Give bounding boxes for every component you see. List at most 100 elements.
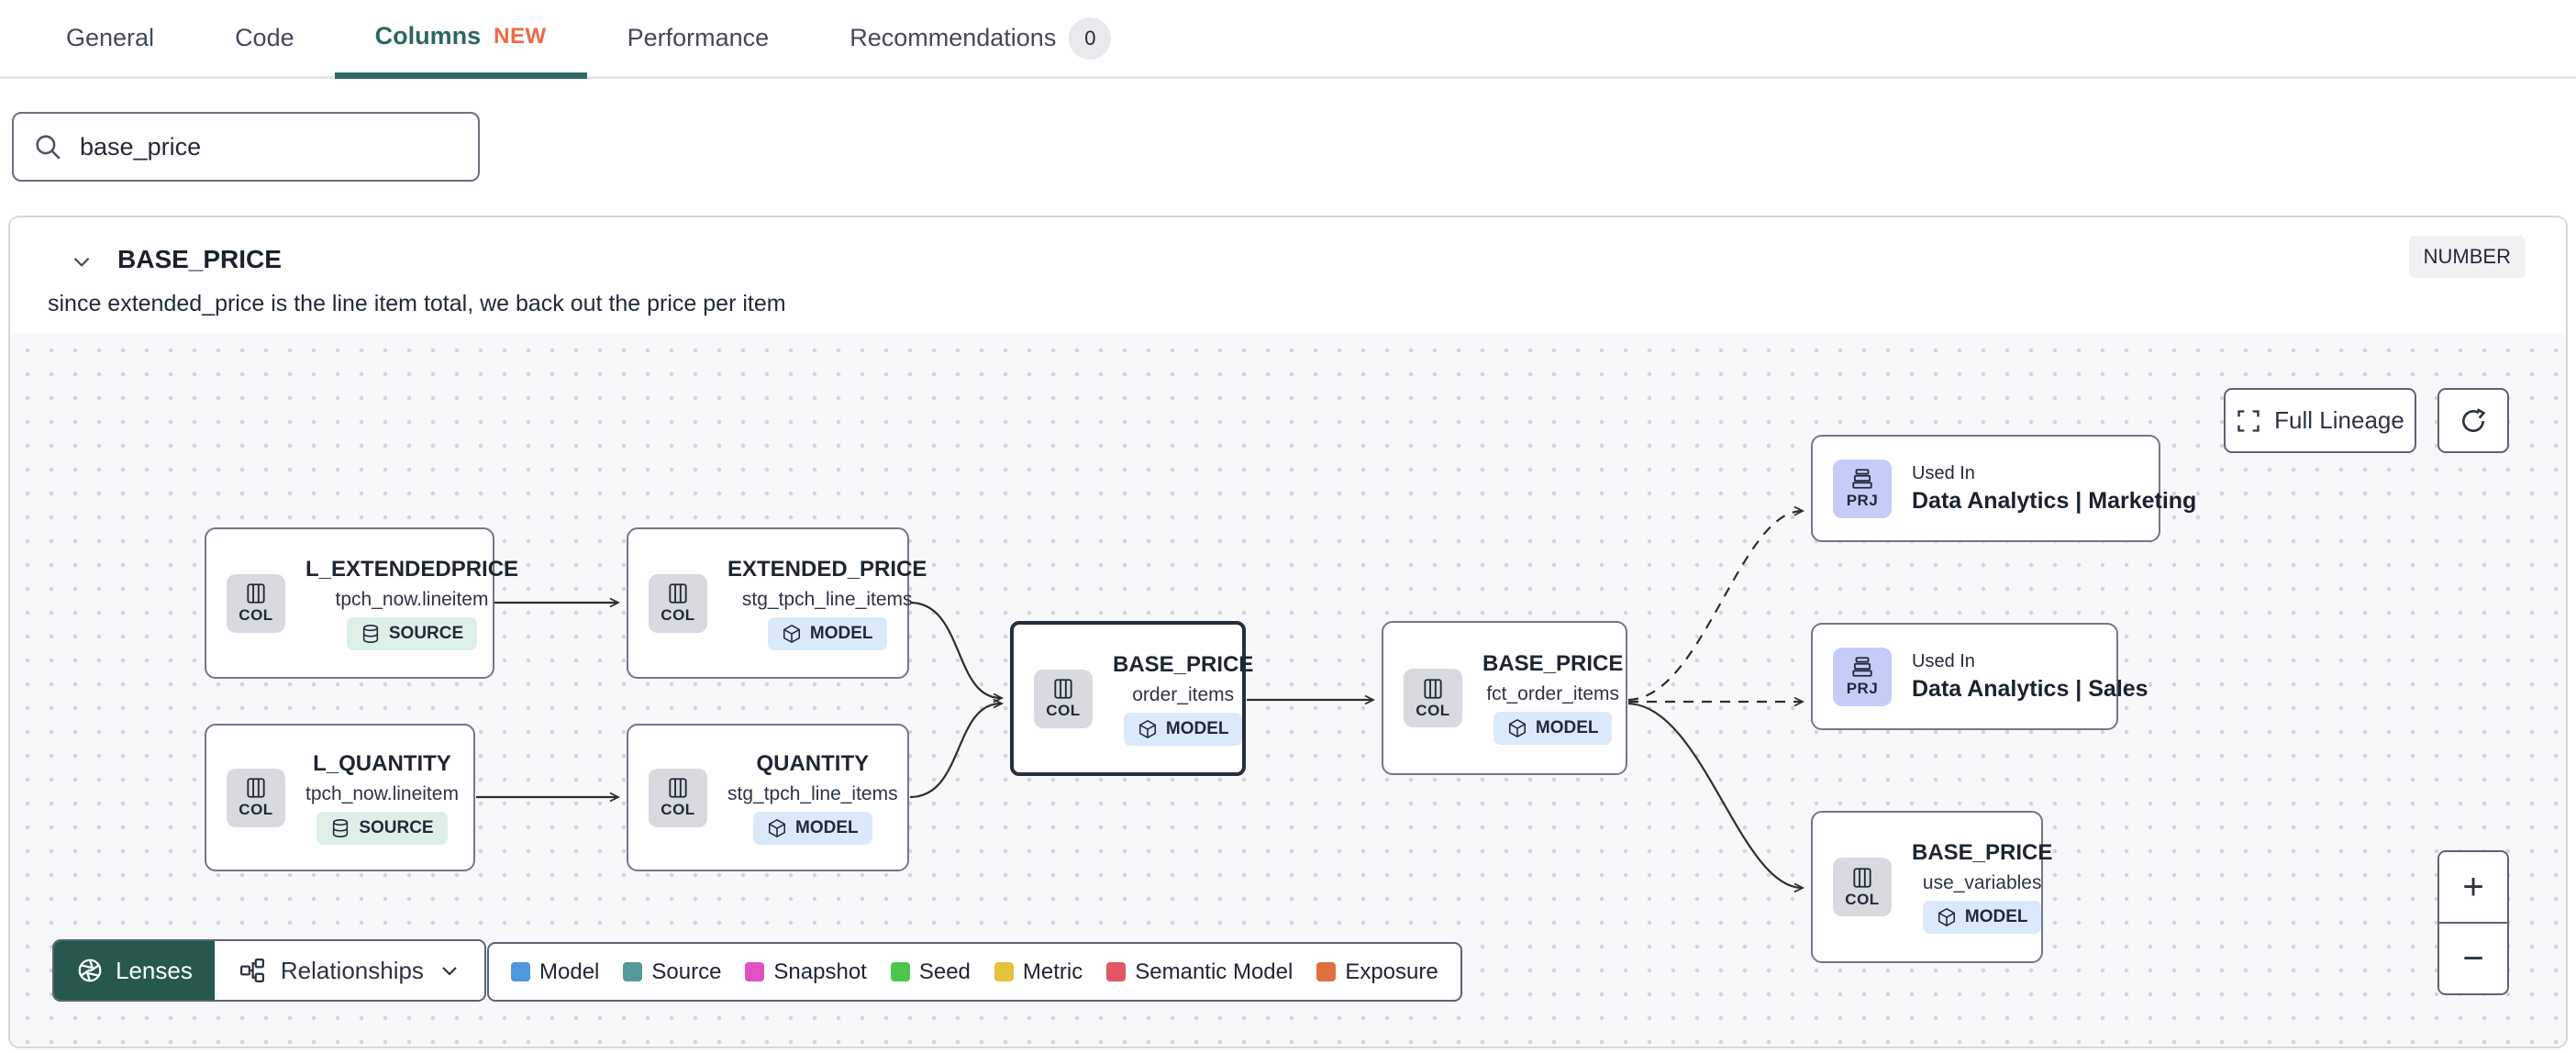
node-text: L_QUANTITY tpch_now.lineitem SOURCE	[305, 751, 459, 845]
badge-label: MODEL	[1165, 718, 1229, 738]
legend-swatch	[890, 962, 910, 981]
edge	[1627, 505, 1805, 702]
node-text: QUANTITY stg_tpch_line_items MODEL	[727, 751, 898, 845]
column-type-badge: COL	[1404, 669, 1462, 727]
data-type-badge: NUMBER	[2408, 236, 2526, 278]
column-panel: BASE_PRICE NUMBER since extended_price i…	[8, 216, 2568, 1048]
tab-code[interactable]: Code	[194, 0, 335, 76]
relationships-label: Relationships	[280, 956, 424, 984]
column-type-badge: COL	[1833, 858, 1892, 916]
columns-icon	[1054, 679, 1072, 699]
resource-type-badge: MODEL	[753, 811, 872, 845]
node-text: L_EXTENDEDPRICE tpch_now.lineitem SOURCE	[305, 557, 518, 650]
badge-label: MODEL	[809, 623, 873, 643]
tab-columns[interactable]: Columns NEW	[334, 0, 587, 79]
column-type-badge: COL	[649, 768, 707, 827]
badge-label: MODEL	[795, 817, 859, 837]
search-input[interactable]	[80, 132, 460, 161]
tab-label: Columns	[374, 22, 482, 50]
lineage-node-extended-price[interactable]: COL EXTENDED_PRICE stg_tpch_line_items M…	[627, 527, 927, 679]
columns-icon	[669, 583, 687, 604]
node-text: BASE_PRICE use_variables MODEL	[1912, 840, 2052, 934]
badge-label: COL	[661, 606, 695, 624]
legend-label: Source	[651, 959, 722, 984]
tab-bar: General Code Columns NEW Performance Rec…	[0, 0, 2576, 79]
lineage-node-l-extendedprice[interactable]: COL L_EXTENDEDPRICE tpch_now.lineitem SO…	[205, 527, 518, 679]
node-subtitle: use_variables	[1922, 872, 2042, 893]
lineage-edges	[476, 505, 1805, 893]
resource-type-badge: MODEL	[1493, 712, 1613, 745]
archive-icon	[1852, 657, 1872, 677]
lineage-node-used-in-marketing[interactable]: PRJ Used In Data Analytics | Marketing	[1811, 435, 2196, 542]
tab-performance[interactable]: Performance	[587, 0, 810, 76]
zoom-in-button[interactable]: +	[2439, 852, 2507, 922]
node-text: EXTENDED_PRICE stg_tpch_line_items MODEL	[727, 557, 927, 650]
refresh-button[interactable]	[2437, 388, 2509, 453]
cube-icon	[1138, 719, 1156, 738]
search-box[interactable]	[12, 112, 480, 182]
edge	[909, 698, 1005, 799]
node-title: Data Analytics | Sales	[1912, 675, 2149, 702]
chevron-down-icon	[73, 257, 90, 267]
archive-icon	[1852, 469, 1872, 489]
lineage-node-base-price-order-items[interactable]: COL BASE_PRICE order_items MODEL	[1010, 621, 1253, 776]
column-panel-header: BASE_PRICE NUMBER since extended_price i…	[10, 217, 2566, 333]
recommendations-count-badge: 0	[1069, 17, 1112, 60]
lineage-node-base-price-use-variables[interactable]: COL BASE_PRICE use_variables MODEL	[1811, 811, 2052, 963]
column-type-badge: COL	[227, 768, 285, 827]
lenses-toolbar: Lenses Relationships	[52, 939, 486, 1002]
legend-item-seed: Seed	[890, 959, 971, 985]
cube-icon	[783, 624, 800, 643]
lineage-node-l-quantity[interactable]: COL L_QUANTITY tpch_now.lineitem SOURCE	[205, 724, 475, 871]
node-title: BASE_PRICE	[1912, 840, 2053, 865]
legend-label: Exposure	[1345, 959, 1438, 984]
resource-type-badge: SOURCE	[316, 811, 448, 845]
aperture-icon	[78, 959, 102, 982]
column-type-badge: COL	[227, 573, 285, 633]
column-description: since extended_price is the line item to…	[48, 291, 786, 316]
node-subtitle: fct_order_items	[1486, 683, 1620, 704]
lineage-node-quantity[interactable]: COL QUANTITY stg_tpch_line_items MODEL	[627, 724, 909, 871]
badge-label: COL	[239, 801, 273, 818]
badge-label: PRJ	[1846, 492, 1879, 509]
cube-icon	[768, 818, 786, 837]
resource-type-badge: MODEL	[1123, 712, 1243, 746]
full-lineage-button[interactable]: Full Lineage	[2224, 388, 2416, 453]
badge-label: COL	[239, 606, 273, 624]
tab-recommendations[interactable]: Recommendations 0	[809, 0, 1151, 76]
database-icon	[362, 624, 378, 643]
lineage-node-used-in-sales[interactable]: PRJ Used In Data Analytics | Sales	[1811, 623, 2149, 730]
badge-label: SOURCE	[388, 623, 464, 643]
node-eyebrow: Used In	[1912, 462, 1975, 483]
node-title: Data Analytics | Marketing	[1912, 487, 2197, 514]
lineage-canvas[interactable]: COL L_EXTENDEDPRICE tpch_now.lineitem SO…	[10, 333, 2566, 1047]
zoom-out-button[interactable]: −	[2439, 924, 2507, 993]
node-text: BASE_PRICE fct_order_items MODEL	[1482, 651, 1623, 745]
node-subtitle: tpch_now.lineitem	[305, 782, 459, 804]
legend-item-snapshot: Snapshot	[745, 959, 867, 985]
badge-label: PRJ	[1846, 680, 1879, 697]
node-eyebrow: Used In	[1912, 650, 1975, 671]
node-text: BASE_PRICE order_items MODEL	[1113, 652, 1253, 746]
collapse-button[interactable]	[61, 241, 102, 282]
lineage-node-base-price-fct-order-items[interactable]: COL BASE_PRICE fct_order_items MODEL	[1382, 621, 1627, 775]
legend-item-exposure: Exposure	[1316, 959, 1438, 985]
node-text: Used In Data Analytics | Marketing	[1912, 463, 2196, 515]
node-title: BASE_PRICE	[1482, 651, 1624, 676]
columns-icon	[247, 778, 265, 798]
legend-swatch	[1106, 962, 1127, 981]
fullscreen-icon	[2237, 409, 2260, 432]
tab-general[interactable]: General	[26, 0, 194, 76]
legend-swatch	[511, 962, 530, 981]
search-icon	[36, 135, 61, 160]
legend-label: Model	[539, 959, 600, 984]
relationships-dropdown[interactable]: Relationships	[214, 941, 484, 1000]
badge-label: MODEL	[1964, 907, 2028, 926]
lenses-button[interactable]: Lenses	[54, 941, 215, 1000]
zoom-divider	[2439, 922, 2507, 924]
project-type-badge: PRJ	[1833, 647, 1892, 706]
node-subtitle: stg_tpch_line_items	[727, 782, 898, 804]
database-icon	[333, 818, 349, 837]
column-type-badge: COL	[1034, 669, 1093, 728]
legend-item-source: Source	[623, 959, 721, 985]
